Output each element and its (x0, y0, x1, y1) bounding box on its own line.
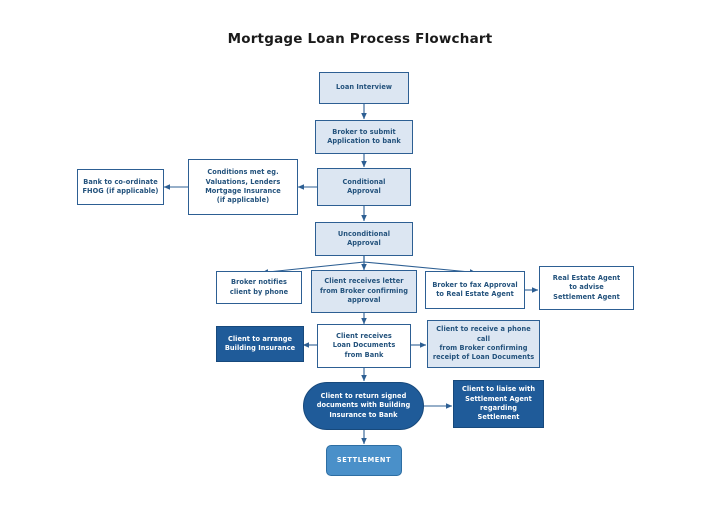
node-label-line: Approval (347, 239, 381, 247)
node-label-line: Settlement (477, 413, 520, 422)
node-label-line: Client to liaise with (461, 385, 536, 394)
node-label-line: Approval (347, 187, 381, 195)
node-label-line: Building Insurance (224, 344, 296, 352)
node-label-line: from Bank (344, 350, 384, 359)
node-label-line: Unconditional (337, 229, 391, 238)
node-client-return-signed-documents[interactable]: Client to return signed documents with B… (303, 382, 424, 430)
node-label-line: Valuations, Lenders (205, 177, 281, 186)
node-label-line: regarding (480, 404, 517, 412)
node-label-line: documents with Building (316, 401, 411, 410)
node-label: Loan Interview (335, 83, 393, 92)
node-label-line: from Broker confirming (439, 344, 528, 352)
node-bank-coordinate-fhog[interactable]: Bank to co-ordinate FHOG (if applicable) (77, 169, 164, 205)
node-label-line: Client to return signed (320, 391, 407, 400)
node-broker-notifies-client[interactable]: Broker notifies client by phone (216, 271, 302, 304)
node-unconditional-approval[interactable]: Unconditional Approval (315, 222, 413, 256)
node-label-line: Settlement Agent (553, 292, 620, 301)
node-broker-submit-application[interactable]: Broker to submit Application to bank (315, 120, 413, 154)
page-title: Mortgage Loan Process Flowchart (227, 31, 493, 47)
node-settlement[interactable]: SETTLEMENT (326, 445, 402, 476)
node-label-line: Client receives letter (324, 277, 404, 286)
node-label: SETTLEMENT (336, 455, 392, 464)
node-label-line: Conditional (342, 177, 386, 186)
node-real-estate-agent-advise[interactable]: Real Estate Agent to advise Settlement A… (539, 266, 634, 310)
node-label-line: Broker to fax Approval (432, 280, 518, 289)
node-client-arrange-building-insurance[interactable]: Client to arrange Building Insurance (216, 326, 304, 362)
node-label-line: Client to receive a phone (436, 325, 531, 334)
node-label-line: Client receives (336, 331, 392, 340)
node-label-line: Conditions met eg. (207, 168, 279, 177)
node-broker-fax-approval[interactable]: Broker to fax Approval to Real Estate Ag… (425, 271, 525, 309)
node-conditions-met[interactable]: Conditions met eg. Valuations, Lenders M… (188, 159, 298, 215)
node-label-line: Settlement Agent (465, 394, 532, 403)
node-label-line: FHOG (if applicable) (82, 187, 159, 195)
node-client-receives-letter[interactable]: Client receives letter from Broker confi… (311, 270, 417, 313)
node-label-line: Broker to submit (332, 127, 396, 136)
node-label-line: from Broker confirming (319, 286, 408, 295)
node-label-line: approval (347, 296, 381, 305)
node-label-line: (if applicable) (216, 196, 270, 205)
node-label-line: to advise (569, 283, 604, 292)
node-label-line: client by phone (229, 287, 289, 296)
node-client-receives-loan-documents[interactable]: Client receives Loan Documents from Bank (317, 324, 411, 368)
node-label-line: call (476, 334, 491, 343)
node-label-line: Bank to co-ordinate (83, 177, 158, 186)
node-label-line: Real Estate Agent (552, 273, 621, 282)
node-client-receive-phone-call[interactable]: Client to receive a phone call from Brok… (427, 320, 540, 368)
node-loan-interview[interactable]: Loan Interview (319, 72, 409, 104)
node-label-line: to Real Estate Agent (436, 290, 514, 298)
node-label-line: Mortgage Insurance (205, 187, 281, 195)
node-label-line: Loan Documents (332, 341, 396, 350)
node-conditional-approval[interactable]: Conditional Approval (317, 168, 411, 206)
node-label-line: Application to bank (327, 137, 401, 145)
node-label-line: Client to arrange (227, 334, 293, 343)
node-client-liaise-settlement-agent[interactable]: Client to liaise with Settlement Agent r… (453, 380, 544, 428)
node-label-line: Broker notifies (231, 278, 287, 287)
node-label-line: receipt of Loan Documents (432, 353, 535, 362)
node-label-line: Insurance to Bank (329, 410, 398, 419)
